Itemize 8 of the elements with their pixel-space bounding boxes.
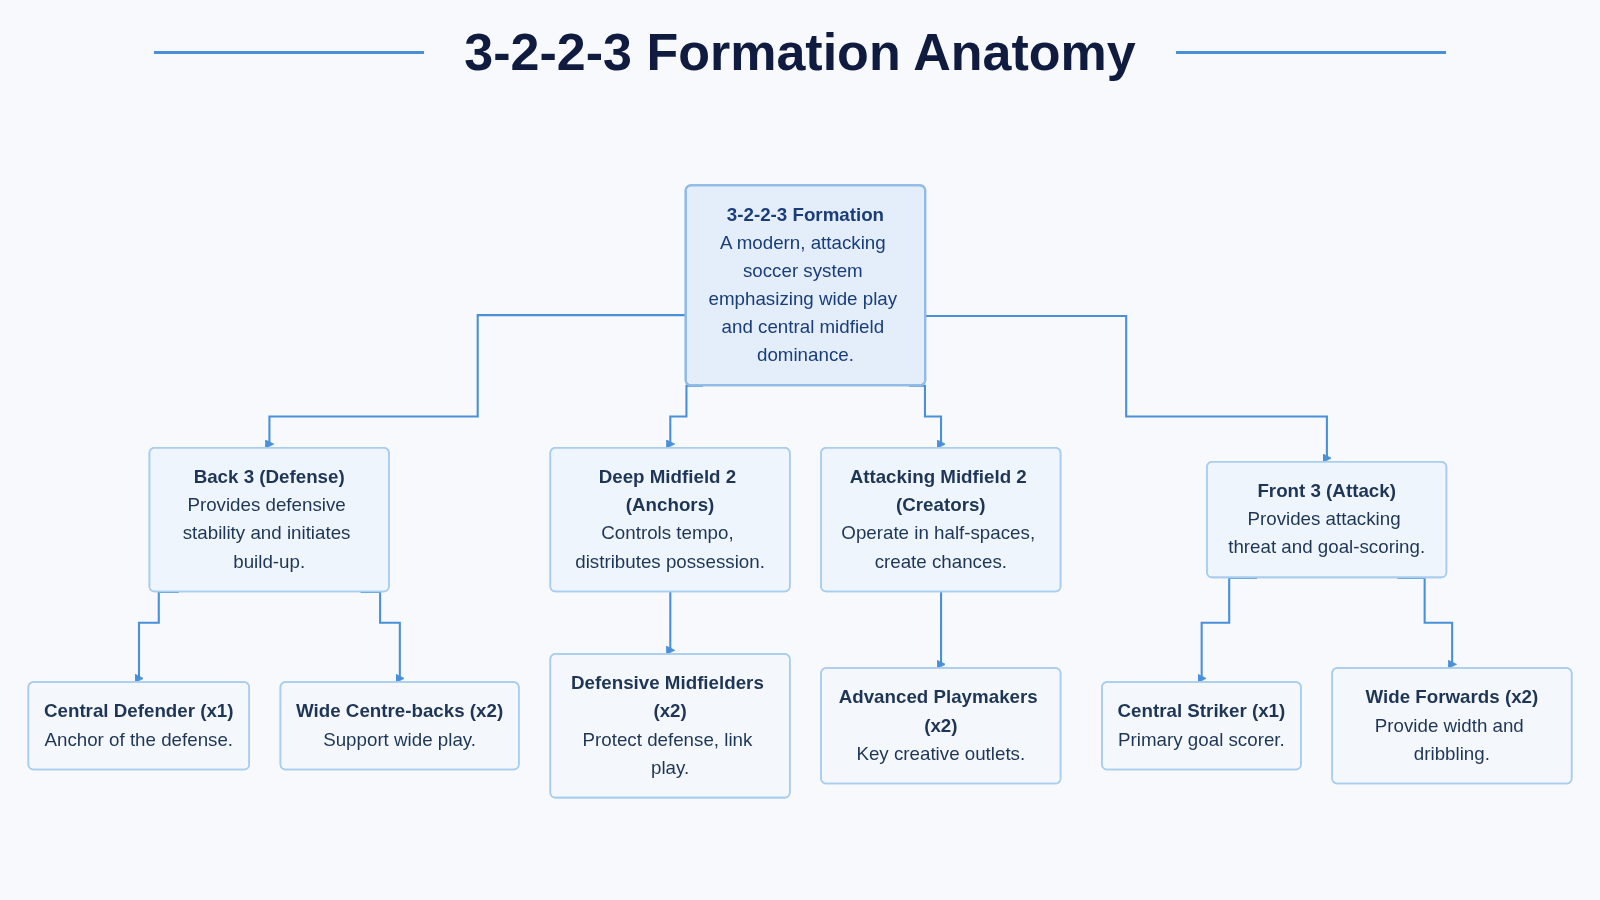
arrow (925, 314, 1332, 463)
arrow (936, 590, 946, 669)
arrow (134, 590, 179, 683)
arrow (1197, 576, 1257, 683)
arrow (360, 590, 405, 683)
title: 3-2-2-3 Formation Anatomy (464, 22, 1136, 82)
arrow (665, 590, 676, 655)
arrow (1397, 576, 1457, 669)
